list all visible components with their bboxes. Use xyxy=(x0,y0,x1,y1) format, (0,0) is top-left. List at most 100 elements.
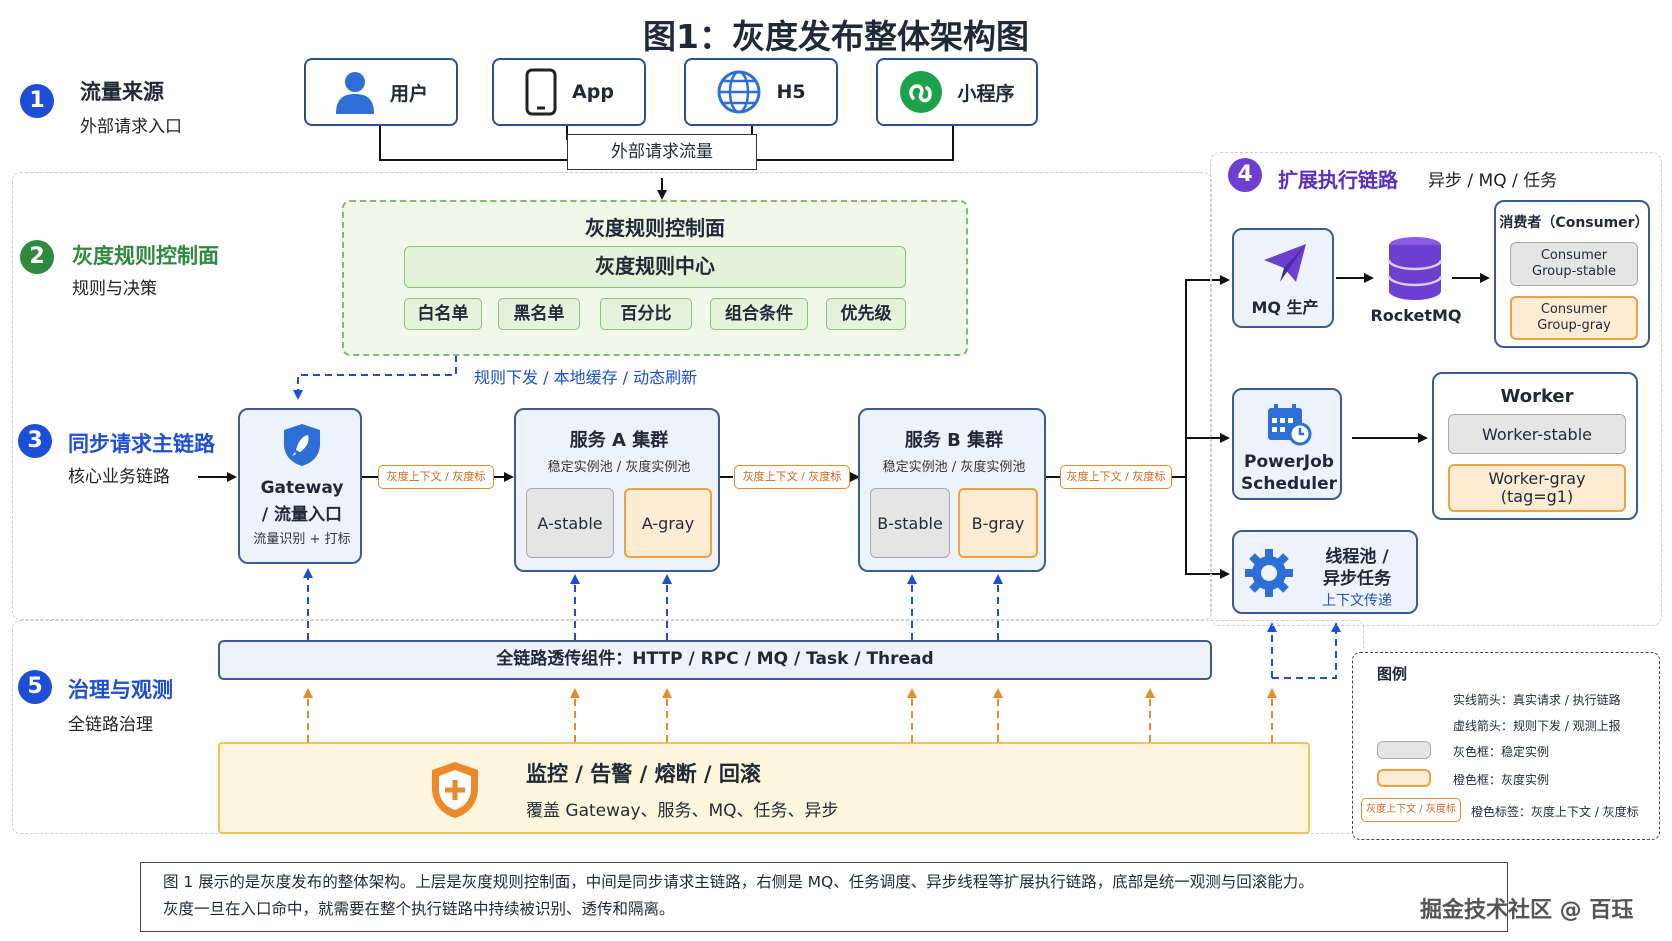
watermark: 掘金技术社区 @ 百珏 xyxy=(1420,898,1634,923)
consumer-gray-line2: Group-gray xyxy=(1537,318,1611,333)
section-1-title: 流量来源 xyxy=(80,80,164,104)
external-traffic-label: 外部请求流量 xyxy=(567,134,757,170)
rule-priority: 优先级 xyxy=(826,298,906,330)
globe-icon xyxy=(717,70,761,114)
user-icon xyxy=(335,72,374,114)
section-1-subtitle: 外部请求入口 xyxy=(80,117,182,137)
section-5-subtitle: 全链路治理 xyxy=(68,715,153,735)
monitoring-title: 监控 / 告警 / 熔断 / 回滚 xyxy=(526,762,761,786)
core-region xyxy=(12,172,1212,620)
scheduler-label-2: Scheduler xyxy=(1241,474,1337,494)
section-4-title: 扩展执行链路 xyxy=(1278,168,1398,192)
legend-orange-text: 橙色框：灰度实例 xyxy=(1453,773,1550,787)
consumer-title: 消费者（Consumer） xyxy=(1499,215,1649,231)
legend-title: 图例 xyxy=(1377,665,1408,683)
paper-plane-icon xyxy=(1264,244,1306,282)
legend-panel: 图例 实线箭头：真实请求 / 执行链路 虚线箭头：规则下发 / 观测上报 灰色框… xyxy=(1352,652,1660,840)
service-a-gray: A-gray xyxy=(624,488,712,558)
rule-center: 灰度规则中心 xyxy=(404,246,906,288)
legend-grey-text: 灰色框：稳定实例 xyxy=(1453,745,1550,759)
service-a-cluster: 服务 A 集群 稳定实例池 / 灰度实例池 A-stable A-gray xyxy=(514,408,720,572)
rule-whitelist: 白名单 xyxy=(404,298,482,330)
consumer-stable-line2: Group-stable xyxy=(1532,264,1616,279)
worker-panel: Worker Worker-stable Worker-gray (tag=g1… xyxy=(1432,372,1638,520)
threadpool-label-2: 异步任务 xyxy=(1323,569,1391,589)
consumer-stable: Consumer Group-stable xyxy=(1510,242,1638,286)
phone-icon xyxy=(525,68,557,116)
caption-line-1: 图 1 展示的是灰度发布的整体架构。上层是灰度规则控制面，中间是同步请求主链路，… xyxy=(163,873,1314,891)
service-a-title: 服务 A 集群 xyxy=(569,430,669,451)
service-a-stable: A-stable xyxy=(526,488,614,558)
gateway-node: Gateway / 流量入口 流量识别 + 打标 xyxy=(238,408,362,564)
source-miniprogram-label: 小程序 xyxy=(957,82,1015,105)
section-4-subtitle: 异步 / MQ / 任务 xyxy=(1428,171,1558,191)
section-5-title: 治理与观测 xyxy=(68,678,173,702)
legend-dashed-text: 虚线箭头：规则下发 / 观测上报 xyxy=(1453,719,1621,733)
section-5-badge: 5 xyxy=(18,670,52,704)
legend-tag-swatch: 灰度上下文 / 灰度标 xyxy=(1361,798,1461,822)
consumer-panel: 消费者（Consumer） Consumer Group-stable Cons… xyxy=(1494,200,1650,348)
legend-tag-text: 橙色标签：灰度上下文 / 灰度标 xyxy=(1471,805,1639,819)
worker-title: Worker xyxy=(1500,386,1574,407)
gateway-title: Gateway xyxy=(260,478,344,498)
worker-gray-line2: (tag=g1) xyxy=(1500,487,1574,506)
rule-percentage: 百分比 xyxy=(600,298,692,330)
miniprogram-icon xyxy=(900,71,943,113)
diagram-title: 图1：灰度发布整体架构图 xyxy=(643,17,1029,56)
rule-dispatch-note: 规则下发 / 本地缓存 / 动态刷新 xyxy=(474,368,698,387)
section-2-subtitle: 规则与决策 xyxy=(72,279,157,299)
threadpool-label-1: 线程池 / xyxy=(1325,547,1389,567)
transparent-propagation-bar: 全链路透传组件：HTTP / RPC / MQ / Task / Thread xyxy=(218,640,1212,680)
source-h5-label: H5 xyxy=(776,81,806,103)
context-tag-2: 灰度上下文 / 灰度标 xyxy=(734,465,850,489)
shield-rocket-icon xyxy=(284,424,320,466)
mq-producer-label: MQ 生产 xyxy=(1251,298,1319,317)
legend-solid-text: 实线箭头：真实请求 / 执行链路 xyxy=(1453,693,1621,707)
scheduler-node: PowerJob Scheduler xyxy=(1232,388,1342,500)
source-app-label: App xyxy=(572,81,614,103)
scheduler-label-1: PowerJob xyxy=(1244,452,1334,472)
service-b-cluster: 服务 B 集群 稳定实例池 / 灰度实例池 B-stable B-gray xyxy=(858,408,1046,572)
worker-stable: Worker-stable xyxy=(1448,414,1626,454)
worker-gray: Worker-gray (tag=g1) xyxy=(1448,464,1626,512)
section-3-title: 同步请求主链路 xyxy=(68,432,215,456)
section-1-badge: 1 xyxy=(20,84,54,118)
context-tag-3: 灰度上下文 / 灰度标 xyxy=(1060,465,1172,489)
figure-caption: 图 1 展示的是灰度发布的整体架构。上层是灰度规则控制面，中间是同步请求主链路，… xyxy=(140,862,1508,932)
source-app: App xyxy=(492,58,646,126)
service-b-stable: B-stable xyxy=(870,488,950,558)
shield-plus-icon xyxy=(432,762,478,818)
consumer-gray-line1: Consumer xyxy=(1540,302,1608,317)
control-plane-title: 灰度规则控制面 xyxy=(585,216,725,240)
consumer-stable-line1: Consumer xyxy=(1540,248,1608,263)
threadpool-node: 线程池 / 异步任务 上下文传递 xyxy=(1232,530,1418,614)
service-a-subtitle: 稳定实例池 / 灰度实例池 xyxy=(547,460,691,475)
database-icon xyxy=(1387,237,1443,300)
context-tag-1: 灰度上下文 / 灰度标 xyxy=(378,465,494,489)
gear-icon xyxy=(1245,549,1293,597)
source-miniprogram: 小程序 xyxy=(876,58,1038,126)
rocketmq-label: RocketMQ xyxy=(1370,306,1462,325)
service-b-gray: B-gray xyxy=(958,488,1038,558)
worker-gray-line1: Worker-gray xyxy=(1488,469,1586,488)
source-user: 用户 xyxy=(304,58,458,126)
legend-grey-swatch xyxy=(1377,741,1431,759)
source-h5: H5 xyxy=(684,58,838,126)
section-3-badge: 3 xyxy=(18,424,52,458)
threadpool-subtitle: 上下文传递 xyxy=(1322,593,1392,609)
mq-producer-node: MQ 生产 xyxy=(1232,228,1334,328)
extension-region xyxy=(1210,152,1662,626)
caption-line-2: 灰度一旦在入口命中，就需要在整个执行链路中持续被识别、透传和隔离。 xyxy=(163,900,675,918)
consumer-gray: Consumer Group-gray xyxy=(1510,296,1638,340)
gateway-subtitle: 流量识别 + 打标 xyxy=(253,532,351,547)
section-2-badge: 2 xyxy=(20,240,54,274)
gateway-title-2: / 流量入口 xyxy=(261,505,343,525)
legend-orange-swatch xyxy=(1377,769,1431,787)
service-b-title: 服务 B 集群 xyxy=(904,430,1004,451)
section-4-badge: 4 xyxy=(1228,158,1262,192)
source-user-label: 用户 xyxy=(389,82,428,105)
rule-combination: 组合条件 xyxy=(710,298,808,330)
monitoring-subtitle: 覆盖 Gateway、服务、MQ、任务、异步 xyxy=(526,801,839,821)
section-3-subtitle: 核心业务链路 xyxy=(68,467,170,487)
calendar-clock-icon xyxy=(1268,404,1312,446)
